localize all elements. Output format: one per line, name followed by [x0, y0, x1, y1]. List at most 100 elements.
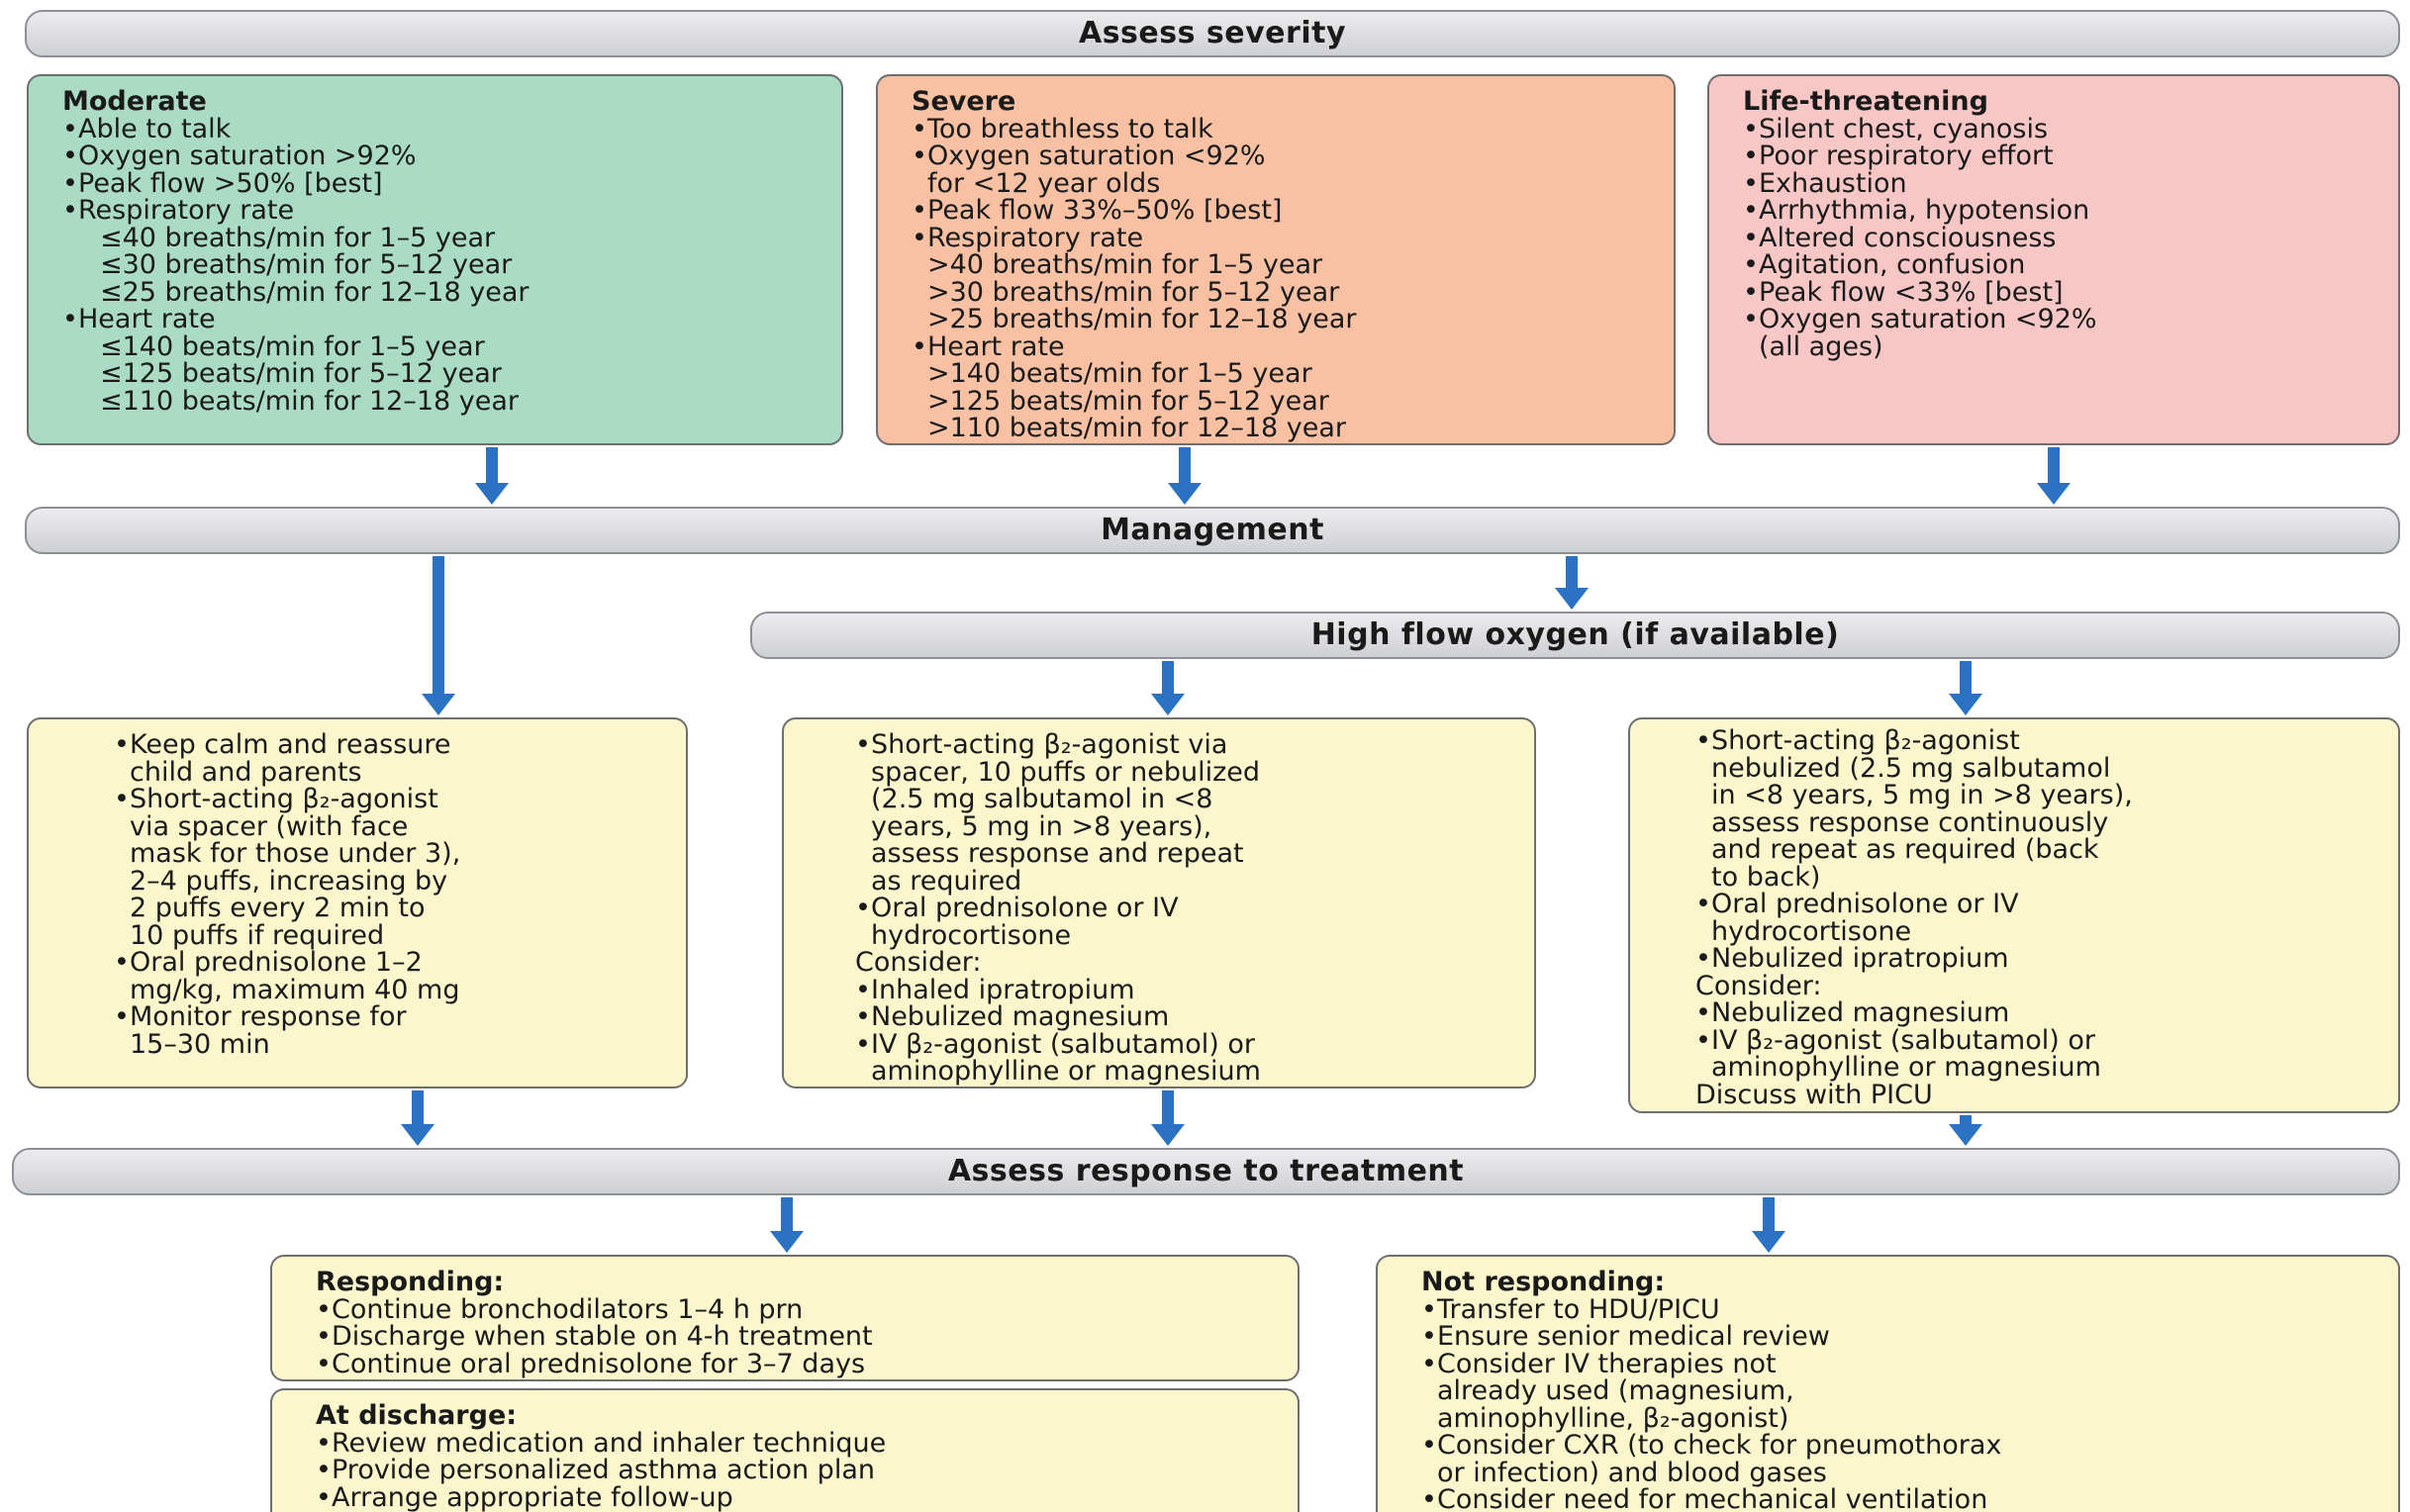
list-item: (2.5 mg salbutamol in <8 — [871, 784, 1213, 814]
list-item: hydrocortisone — [871, 919, 1072, 951]
arrow-head — [1752, 1231, 1785, 1253]
high-flow-oxygen-bar: High flow oxygen (if available) — [750, 612, 2400, 659]
arrow-life-to-management — [2037, 447, 2071, 505]
list-item: Oral prednisolone 1–2 — [130, 949, 668, 977]
life-threatening-box: Life-threatening Silent chest, cyanosisP… — [1707, 74, 2400, 445]
responding-box: Responding: Continue bronchodilators 1–4… — [270, 1255, 1300, 1381]
list-item: ≤140 beats/min for 1–5 year — [100, 331, 485, 362]
arrow-moderate-care-to-response — [401, 1090, 434, 1146]
severe-list: Too breathless to talkOxygen saturation … — [927, 115, 1656, 443]
list-item: ≤125 beats/min for 5–12 year — [100, 358, 502, 389]
arrow-management-to-moderate-care — [422, 556, 455, 715]
list-item: >25 breaths/min for 12–18 year — [927, 304, 1357, 334]
list-item: Silent chest, cyanosis — [1759, 115, 2380, 143]
severe-title: Severe — [912, 86, 1016, 117]
life-threatening-title: Life-threatening — [1743, 86, 1988, 117]
arrow-shaft — [1960, 1115, 1972, 1124]
list-item: mg/kg, maximum 40 mg — [130, 974, 460, 1005]
list-item: >125 beats/min for 5–12 year — [927, 385, 1329, 417]
list-item: Consider need for mechanical ventilation — [1437, 1486, 2380, 1512]
list-item: Oral prednisolone or IV — [871, 895, 1516, 922]
list-item: 10 puffs if required — [130, 919, 385, 951]
list-item: Oxygen saturation <92% — [927, 142, 1656, 170]
moderate-list: Able to talkOxygen saturation >92%Peak f… — [78, 115, 823, 417]
list-item: Respiratory rate — [927, 224, 1656, 252]
not-responding-list: Transfer to HDU/PICUEnsure senior medica… — [1437, 1295, 2380, 1512]
list-item: Peak flow 33%–50% [best] — [927, 197, 1656, 225]
list-item: Short-acting β₂-agonist — [130, 786, 668, 813]
list-item: Continue bronchodilators 1–4 h prn — [332, 1295, 1280, 1324]
list-item: Keep calm and reassure — [130, 731, 668, 759]
assess-severity-bar: Assess severity — [25, 10, 2400, 57]
arrow-shaft — [1960, 661, 1972, 694]
arrow-shaft — [433, 556, 444, 694]
list-item: years, 5 mg in >8 years), — [871, 810, 1212, 842]
list-item: Review medication and inhaler technique — [332, 1429, 1280, 1458]
arrow-life-care-to-response — [1949, 1115, 1982, 1146]
list-item: Arrhythmia, hypotension — [1759, 197, 2380, 225]
list-item: Monitor response for — [130, 1003, 668, 1031]
list-item: 2 puffs every 2 min to — [130, 893, 426, 923]
arrow-severe-to-management — [1168, 447, 1202, 505]
list-item: Provide personalized asthma action plan — [332, 1457, 1280, 1484]
list-item: >140 beats/min for 1–5 year — [927, 358, 1312, 389]
arrow-head — [1151, 694, 1185, 715]
list-item: already used (magnesium, — [1437, 1375, 1794, 1406]
list-item: 15–30 min — [130, 1028, 270, 1060]
list-item: assess response continuously — [1711, 806, 2109, 838]
list-item: Nebulized magnesium — [871, 1003, 1516, 1031]
not-responding-box: Not responding: Transfer to HDU/PICUEnsu… — [1376, 1255, 2400, 1512]
list-item: to back) — [1711, 861, 1821, 893]
list-item: Poor respiratory effort — [1759, 142, 2380, 170]
list-item: child and parents — [130, 756, 362, 788]
list-item: Exhaustion — [1759, 169, 2380, 198]
list-item: mask for those under 3), — [130, 838, 461, 869]
list-item: Continue oral prednisolone for 3–7 days — [332, 1350, 1280, 1378]
list-item: via spacer (with face — [130, 810, 409, 842]
arrow-shaft — [781, 1197, 793, 1231]
list-item: hydrocortisone — [1711, 915, 1912, 947]
life-threatening-list: Silent chest, cyanosisPoor respiratory e… — [1759, 115, 2380, 361]
arrow-shaft — [1179, 447, 1191, 483]
list-item: Discharge when stable on 4-h treatment — [332, 1323, 1280, 1351]
list-item: Discuss with PICU — [1695, 1079, 1933, 1110]
arrow-head — [1555, 588, 1589, 610]
arrow-shaft — [2048, 447, 2060, 483]
list-item: as required — [871, 865, 1022, 897]
assess-response-bar: Assess response to treatment — [12, 1148, 2400, 1195]
list-item: Peak flow >50% [best] — [78, 169, 823, 198]
arrow-head — [2037, 483, 2071, 505]
arrow-response-to-responding — [770, 1197, 804, 1253]
list-item: for <12 year olds — [927, 167, 1161, 199]
arrow-shaft — [486, 447, 498, 483]
list-item: aminophylline or magnesium — [1711, 1052, 2101, 1083]
arrow-shaft — [1566, 556, 1578, 588]
list-item: >110 beats/min for 12–18 year — [927, 413, 1347, 443]
arrow-head — [1168, 483, 1202, 505]
arrow-severe-care-to-response — [1151, 1090, 1185, 1146]
list-item: Oxygen saturation <92% — [1759, 306, 2380, 333]
list-item: Transfer to HDU/PICU — [1437, 1295, 2380, 1324]
list-item: ≤110 beats/min for 12–18 year — [100, 385, 520, 417]
list-item: nebulized (2.5 mg salbutamol — [1711, 752, 2111, 784]
list-item: Consider: — [855, 947, 982, 978]
arrow-head — [1949, 1124, 1982, 1146]
list-item: Oxygen saturation >92% — [78, 142, 823, 170]
list-item: Ensure senior medical review — [1437, 1323, 2380, 1351]
list-item: Nebulized magnesium — [1711, 999, 2380, 1027]
arrow-head — [401, 1124, 434, 1146]
list-item: aminophylline, β₂-agonist) — [1437, 1402, 1789, 1434]
list-item: Agitation, confusion — [1759, 251, 2380, 279]
list-item: Able to talk — [78, 115, 823, 143]
management-bar: Management — [25, 507, 2400, 554]
severe-box: Severe Too breathless to talkOxygen satu… — [876, 74, 1676, 445]
list-item: Nebulized ipratropium — [1711, 945, 2380, 973]
arrow-moderate-to-management — [475, 447, 509, 505]
list-item: IV β₂-agonist (salbutamol) or — [1711, 1026, 2380, 1055]
moderate-title: Moderate — [62, 86, 207, 117]
list-item: Short-acting β₂-agonist — [1711, 727, 2380, 755]
list-item: Too breathless to talk — [927, 115, 1656, 143]
